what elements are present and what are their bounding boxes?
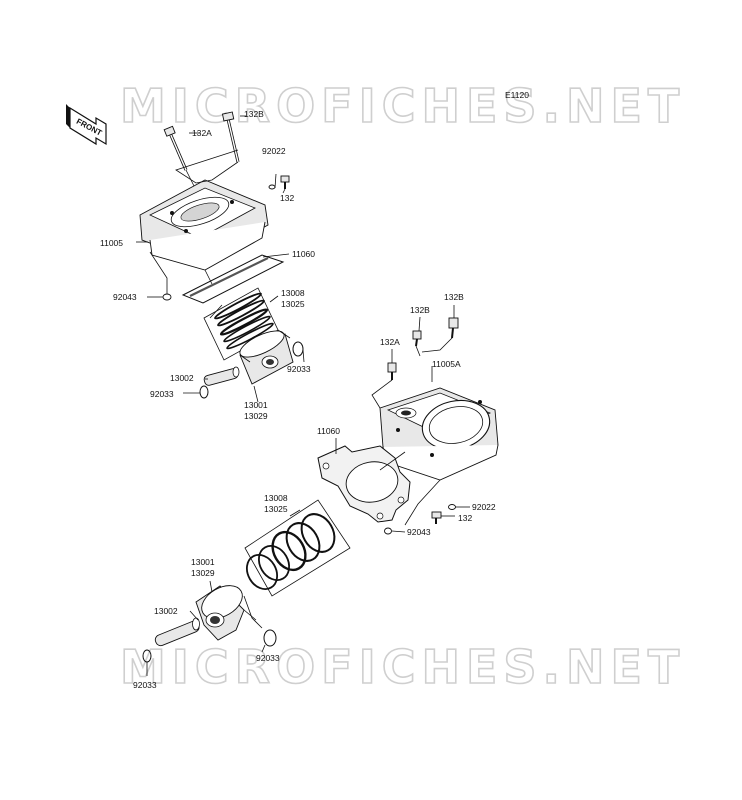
label-132a-upper: 132A xyxy=(192,128,212,138)
label-11005a: 11005A xyxy=(432,359,461,369)
bolt-132b-lower-left-icon xyxy=(412,330,422,347)
label-13029-upper: 13029 xyxy=(244,411,268,421)
pin-13002-upper-icon xyxy=(203,366,240,386)
bolt-132b-upper-icon xyxy=(221,111,240,163)
label-132-lower: 132 xyxy=(458,513,472,523)
circlip-92033-upper-right-icon xyxy=(292,341,304,357)
label-92022-upper: 92022 xyxy=(262,146,286,156)
label-13025-upper: 13025 xyxy=(281,299,305,309)
label-132b-lower-left: 132B xyxy=(410,305,430,315)
label-132a-lower: 132A xyxy=(380,337,400,347)
label-92033-upper-right: 92033 xyxy=(287,364,311,374)
label-13001-upper: 13001 xyxy=(244,400,268,410)
label-92022-lower: 92022 xyxy=(472,502,496,512)
seal-92022-upper-icon xyxy=(268,184,276,190)
bolt-132a-upper-icon xyxy=(163,125,188,171)
label-13008-upper: 13008 xyxy=(281,288,305,298)
bolt-132-lower-icon xyxy=(431,511,442,524)
label-11060-lower: 11060 xyxy=(317,426,340,436)
label-13002-lower: 13002 xyxy=(154,606,178,616)
label-13008-lower: 13008 xyxy=(264,493,288,503)
cylinder-11005-icon xyxy=(139,179,269,271)
gasket-11060-upper-icon xyxy=(181,254,285,304)
piston-13001-upper-icon xyxy=(239,330,294,385)
watermark-bottom: MICROFICHES.NET xyxy=(120,640,685,694)
circlip-92033-lower-right-icon xyxy=(263,629,277,647)
label-13025-lower: 13025 xyxy=(264,504,288,514)
label-132b-lower-right: 132B xyxy=(444,292,464,302)
piston-13001-lower-icon xyxy=(195,585,245,641)
watermark-top: MICROFICHES.NET xyxy=(120,79,685,133)
label-92033-lower-left: 92033 xyxy=(133,680,157,690)
cylinder-11005a-icon xyxy=(379,387,499,481)
seal-92022-lower-icon xyxy=(448,504,456,510)
front-arrow-icon: FRONT xyxy=(66,104,107,146)
label-92033-upper-left: 92033 xyxy=(150,389,174,399)
diagram-code: E1120 xyxy=(505,90,529,100)
pin-92043-upper-icon xyxy=(162,293,172,301)
label-92033-lower-right: 92033 xyxy=(256,653,280,663)
label-132-upper: 132 xyxy=(280,193,294,203)
label-11060-upper: 11060 xyxy=(292,249,315,259)
bolt-132b-lower-right-icon xyxy=(448,317,459,339)
label-13001-lower: 13001 xyxy=(191,557,215,567)
upper-assembly xyxy=(136,111,305,403)
label-132b-upper: 132B xyxy=(244,109,264,119)
circlip-92033-upper-left-icon xyxy=(199,385,209,399)
lower-assembly xyxy=(142,305,499,676)
bolt-132-upper-icon xyxy=(280,175,290,189)
pin-92043-lower-icon xyxy=(384,527,392,535)
rings-13008-lower-icon xyxy=(244,499,351,597)
bolt-132a-lower-icon xyxy=(387,362,397,380)
label-13002-upper: 13002 xyxy=(170,373,194,383)
label-92043-lower: 92043 xyxy=(407,527,431,537)
label-92043-upper: 92043 xyxy=(113,292,137,302)
label-11005: 11005 xyxy=(100,238,123,248)
label-13029-lower: 13029 xyxy=(191,568,215,578)
